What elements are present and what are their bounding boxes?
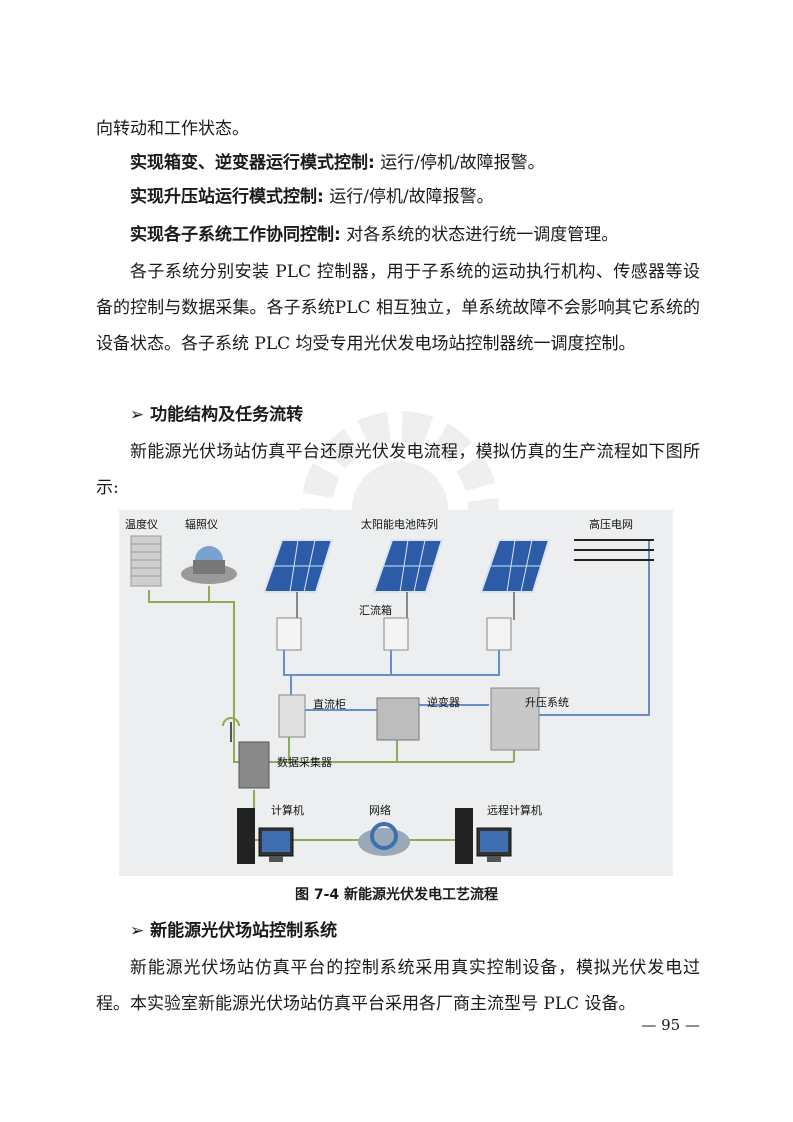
bold-lead: 实现各子系统工作协同控制: xyxy=(130,225,341,245)
heading-text: 功能结构及任务流转 xyxy=(150,405,304,425)
paragraph-booster-control: 实现升压站运行模式控制: 运行/停机/故障报警。 xyxy=(96,180,700,214)
process-flow-figure: 温度仪 辐照仪 太阳能电池阵列 高压电网 汇流箱 直流柜 逆变器 升压系统 数据… xyxy=(119,510,673,876)
heading-function-structure: ➢ 功能结构及任务流转 xyxy=(130,398,303,432)
network-icon xyxy=(358,822,410,856)
label-thermometer: 温度仪 xyxy=(125,517,158,531)
paragraph-control-system: 新能源光伏场站仿真平台的控制系统采用真实控制设备，模拟光伏发电过程。本实验室新能… xyxy=(96,958,700,1014)
paragraph-continued: 向转动和工作状态。 xyxy=(96,119,249,139)
paragraph-plc-description: 各子系统分别安装 PLC 控制器，用于子系统的运动执行机构、传感器等设备的控制与… xyxy=(96,262,700,354)
paragraph-text: 对各系统的状态进行统一调度管理。 xyxy=(340,225,619,245)
label-grid: 高压电网 xyxy=(589,517,633,531)
paragraph-flow-intro: 新能源光伏场站仿真平台还原光伏发电流程，模拟仿真的生产流程如下图所示: xyxy=(96,442,700,498)
bold-lead: 实现箱变、逆变器运行模式控制: xyxy=(130,153,375,173)
label-inverter: 逆变器 xyxy=(427,695,460,709)
booster-icon xyxy=(490,687,540,751)
label-combiner: 汇流箱 xyxy=(359,603,392,617)
figure-caption: 图 7-4 新能源光伏发电工艺流程 xyxy=(294,887,499,903)
hv-lines xyxy=(539,540,650,716)
label-solar-array: 太阳能电池阵列 xyxy=(361,517,438,531)
dc-cabinet-icon xyxy=(278,694,306,738)
solar-panel-icon xyxy=(262,539,334,593)
thermometer-icon xyxy=(130,535,162,587)
arrow-marker-icon: ➢ xyxy=(130,405,145,425)
signal-line-thermometer xyxy=(148,590,514,763)
bold-lead: 实现升压站运行模式控制: xyxy=(130,187,324,207)
label-network: 网络 xyxy=(369,803,391,817)
combiner-box-icon xyxy=(486,617,512,651)
label-computer: 计算机 xyxy=(271,803,304,817)
label-remote-computer: 远程计算机 xyxy=(487,803,542,817)
solar-panel-icon xyxy=(372,539,444,593)
arrow-marker-icon: ➢ xyxy=(130,921,145,941)
data-collector-icon xyxy=(222,717,270,789)
paragraph-box-inverter-control: 实现箱变、逆变器运行模式控制: 运行/停机/故障报警。 xyxy=(96,146,700,180)
label-data-collector: 数据采集器 xyxy=(277,755,332,769)
paragraph-text: 运行/停机/故障报警。 xyxy=(323,187,494,207)
heading-text: 新能源光伏场站控制系统 xyxy=(150,921,338,941)
computer-icon xyxy=(237,808,294,864)
label-radiometer: 辐照仪 xyxy=(185,517,218,531)
solar-panel-icon xyxy=(479,539,551,593)
label-dc-cabinet: 直流柜 xyxy=(313,697,346,711)
remote-computer-icon xyxy=(455,808,512,864)
process-flow-diagram: 温度仪 辐照仪 太阳能电池阵列 高压电网 汇流箱 直流柜 逆变器 升压系统 数据… xyxy=(125,517,654,864)
radiometer-icon xyxy=(181,546,237,584)
combiner-box-icon xyxy=(276,617,302,651)
label-booster: 升压系统 xyxy=(525,696,569,709)
combiner-box-icon xyxy=(383,617,409,651)
inverter-icon xyxy=(376,697,420,741)
paragraph-coordination-control: 实现各子系统工作协同控制: 对各系统的状态进行统一调度管理。 xyxy=(96,218,700,252)
page-number: — 95 — xyxy=(641,1016,700,1034)
heading-control-system: ➢ 新能源光伏场站控制系统 xyxy=(130,914,337,948)
paragraph-text: 运行/停机/故障报警。 xyxy=(374,153,545,173)
